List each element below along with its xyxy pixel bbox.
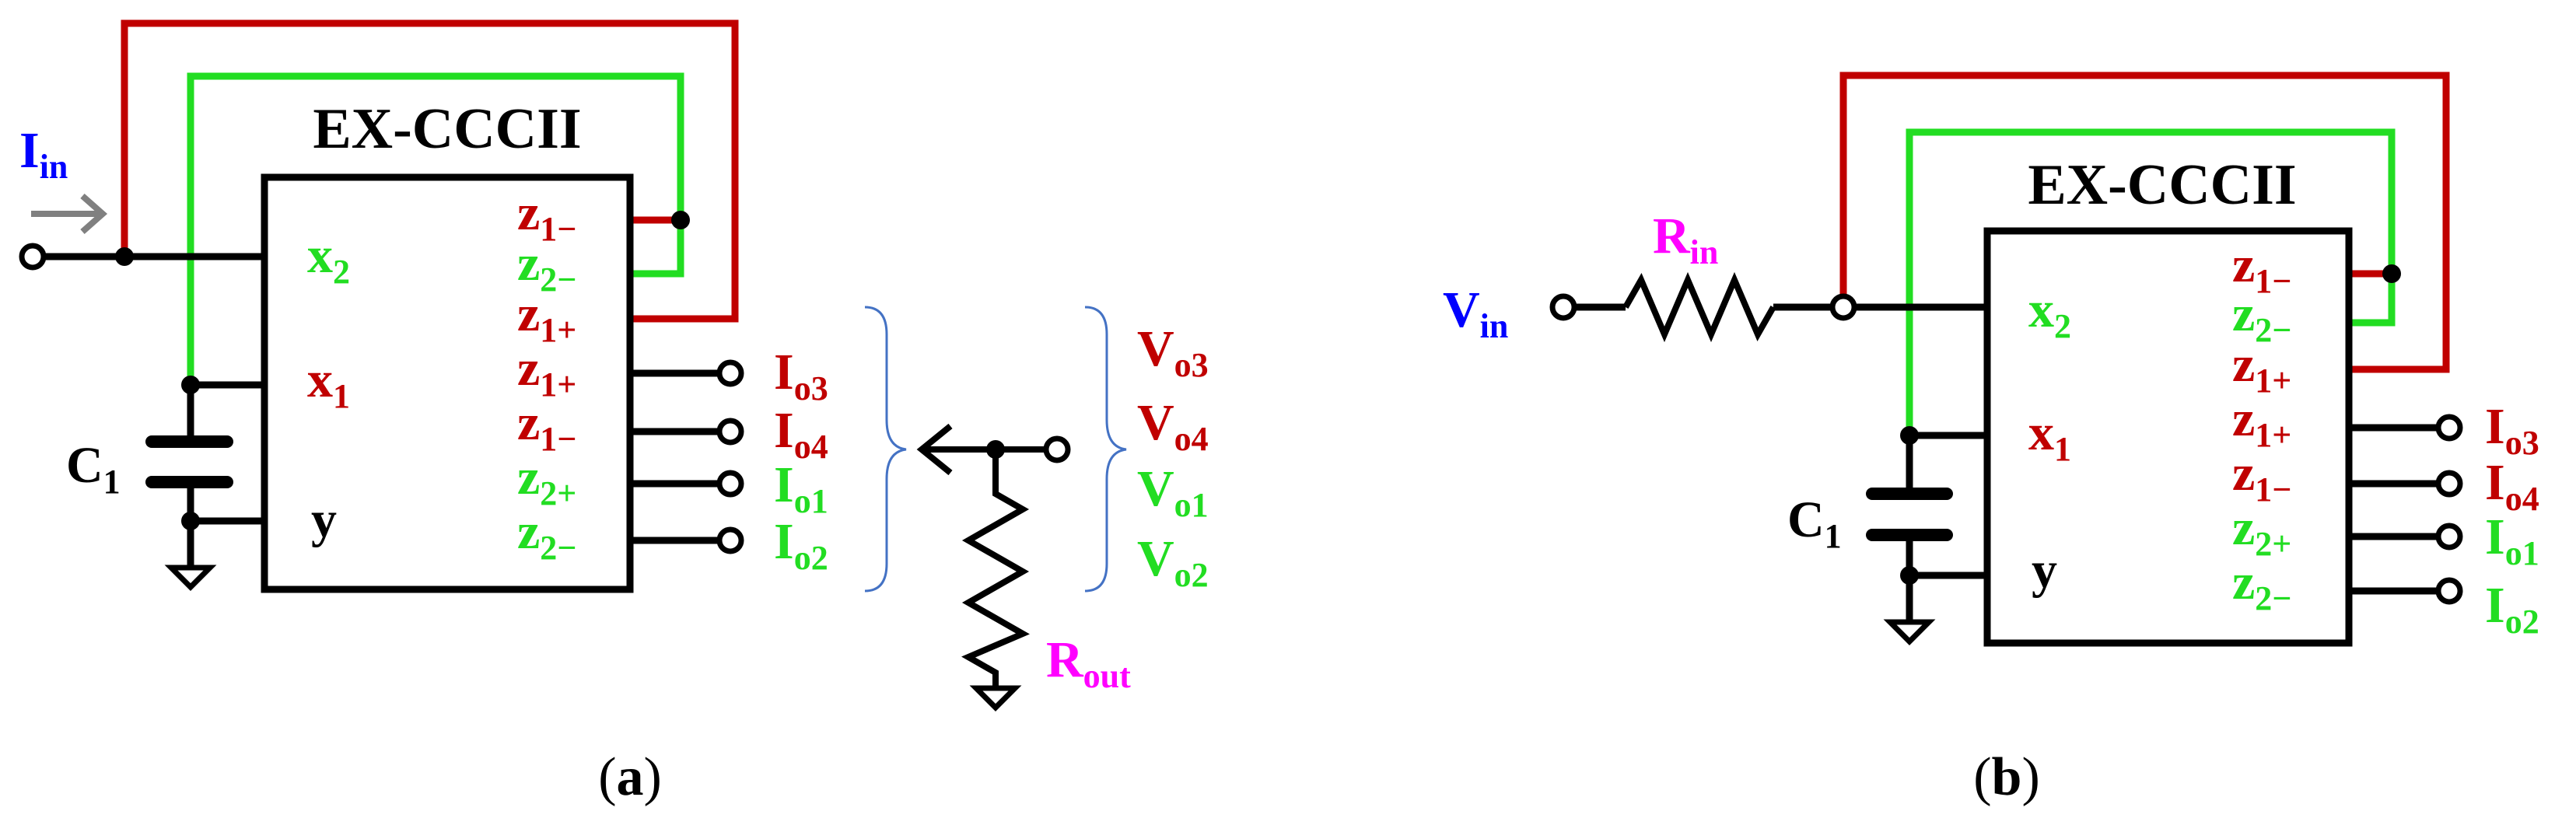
terminal-io1-b[interactable]	[2435, 523, 2463, 551]
pin-z2-plus-a: z2+	[517, 449, 576, 512]
red-feedback-wire-a	[121, 19, 739, 323]
pin-x2-b: x2	[2028, 281, 2071, 345]
label-io3-b: Io3	[2485, 398, 2539, 462]
green-feedback-wire-a	[187, 72, 684, 385]
pin-z1-minus-out-b: z1−	[2232, 445, 2291, 509]
terminal-io2-b[interactable]	[2435, 577, 2463, 605]
block-title-a: EX-CCCII	[313, 97, 581, 161]
label-io3-a: Io3	[774, 344, 828, 407]
y-junction-dot-a	[181, 512, 200, 530]
label-io2-a: Io2	[774, 513, 828, 577]
label-vo2-a: Vo2	[1137, 530, 1209, 594]
y-junction-dot-b	[1900, 566, 1919, 585]
label-c1-b: C1	[1787, 491, 1842, 555]
junction-dot-z1z2-b	[2382, 264, 2401, 283]
label-vo4-a: Vo4	[1137, 394, 1209, 458]
ground-icon-b	[1883, 619, 1936, 645]
brace-voltages-a	[1084, 306, 1127, 593]
pin-x2-a: x2	[307, 227, 350, 291]
pin-z1-plus-out-b: z1+	[2232, 390, 2291, 454]
pin-z1-minus-out-a: z1−	[517, 394, 576, 458]
pin-x1-b: x1	[2028, 404, 2071, 468]
red-feedback-wire-b	[1839, 72, 2450, 373]
pin-z2-minus-b: z2−	[2232, 285, 2291, 349]
caption-a: (a)	[598, 747, 662, 807]
label-vo1-a: Vo1	[1137, 460, 1209, 524]
arrow-left-icon	[916, 423, 1046, 476]
terminal-io4-a[interactable]	[716, 418, 744, 446]
terminal-io4-b[interactable]	[2435, 470, 2463, 498]
terminal-io1-a[interactable]	[716, 470, 744, 498]
ground-icon-rout	[969, 685, 1022, 711]
panel-b: EX-CCCII Vin Rin C1 x2 x1	[1443, 72, 2539, 807]
label-vo3-a: Vo3	[1137, 320, 1209, 384]
pin-z1-plus-out-a: z1+	[517, 340, 576, 404]
pin-z1-plus-a: z1+	[517, 285, 576, 349]
terminal-io2-a[interactable]	[716, 526, 744, 554]
label-rout: Rout	[1046, 631, 1131, 695]
green-feedback-wire-b	[1906, 128, 2396, 435]
label-iin: Iin	[19, 122, 68, 186]
caption-b: (b)	[1973, 747, 2040, 807]
ground-icon-a	[164, 565, 217, 591]
pin-z2-minus-out-b: z2−	[2232, 554, 2291, 617]
terminal-io3-b[interactable]	[2435, 414, 2463, 442]
pin-z1-plus-b: z1+	[2232, 336, 2291, 400]
input-terminal-b[interactable]	[1549, 293, 1577, 321]
block-title-b: EX-CCCII	[2028, 153, 2296, 217]
label-io4-b: Io4	[2485, 454, 2539, 518]
pin-z2-plus-b: z2+	[2232, 499, 2291, 563]
terminal-vout-a[interactable]	[1043, 435, 1071, 463]
junction-dot-z1z2-a	[671, 211, 690, 229]
label-io2-b: Io2	[2485, 577, 2539, 641]
panel-a: EX-CCCII Iin C1 x2 x1 y	[19, 19, 1209, 807]
input-terminal-a[interactable]	[19, 243, 47, 271]
resistor-rout	[961, 449, 1030, 688]
label-io1-b: Io1	[2485, 509, 2539, 572]
brace-currents-a	[864, 306, 907, 593]
terminal-io3-a[interactable]	[716, 359, 744, 387]
label-vin: Vin	[1443, 281, 1508, 345]
input-junction-dot-a	[115, 247, 134, 266]
pin-y-b: y	[2032, 542, 2057, 599]
label-io1-a: Io1	[774, 456, 828, 520]
pin-x1-a: x1	[307, 351, 350, 415]
pin-z2-minus-out-a: z2−	[517, 503, 576, 567]
rin-terminal-b[interactable]	[1829, 293, 1857, 321]
resistor-rin	[1622, 271, 1776, 343]
current-arrow-icon	[31, 194, 108, 234]
label-io4-a: Io4	[774, 402, 828, 466]
pin-z1-minus-b: z1−	[2232, 236, 2291, 300]
label-c1-a: C1	[66, 437, 121, 501]
pin-y-a: y	[311, 491, 337, 548]
pin-z2-minus-a: z2−	[517, 235, 576, 299]
pin-z1-minus-a: z1−	[517, 184, 576, 248]
label-rin: Rin	[1653, 208, 1718, 271]
